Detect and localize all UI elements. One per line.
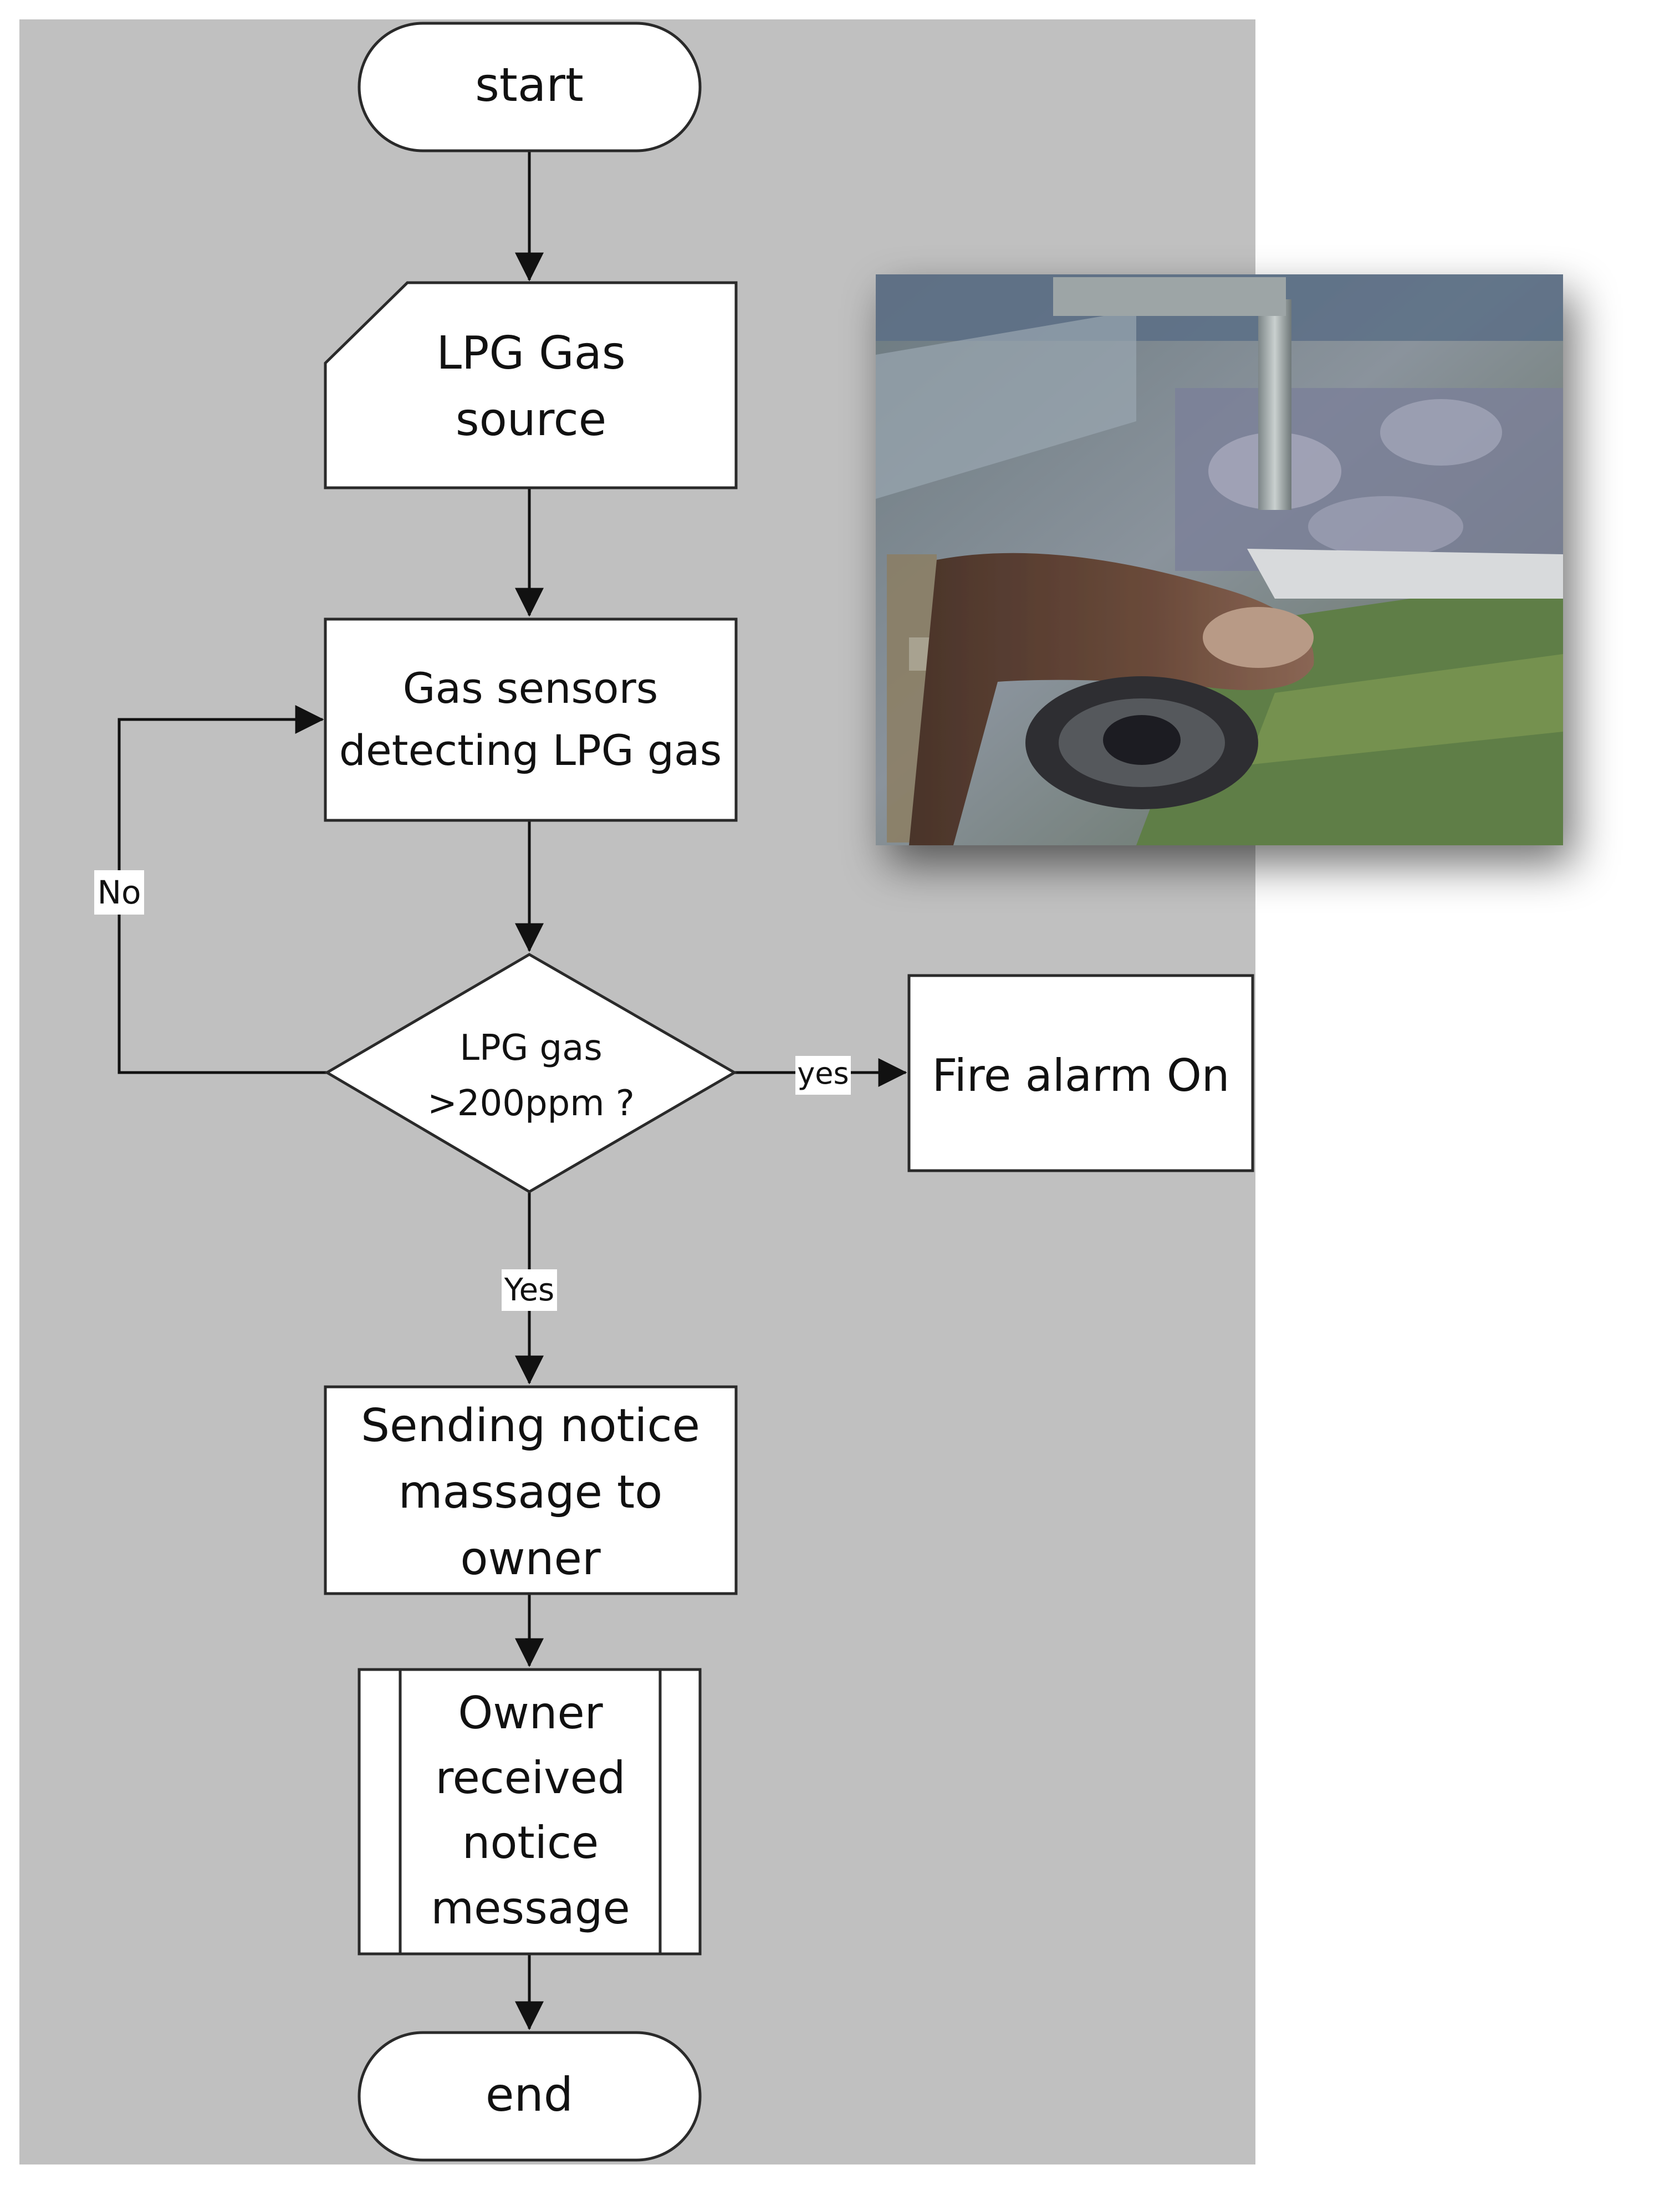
decision-label-line1: LPG gas xyxy=(459,1028,602,1069)
received-label-line2: received xyxy=(435,1752,625,1804)
sensor-photo xyxy=(876,274,1563,845)
sending-node: Sending notice massage to owner xyxy=(324,1385,738,1595)
edge-label-yes-down: Yes xyxy=(502,1269,557,1311)
decision-label-line2: >200ppm ? xyxy=(427,1083,635,1124)
edge-label-yes-down-text: Yes xyxy=(504,1272,554,1308)
sensors-label-line2: detecting LPG gas xyxy=(339,726,722,775)
edge-label-yes-right-text: yes xyxy=(797,1056,849,1091)
gas-source-label-line2: source xyxy=(456,394,606,446)
sending-label-line3: owner xyxy=(460,1533,601,1585)
received-label-line3: notice xyxy=(462,1817,599,1869)
sensors-node: Gas sensors detecting LPG gas xyxy=(324,617,738,822)
received-label-line1: Owner xyxy=(458,1687,602,1739)
fire-alarm-label: Fire alarm On xyxy=(932,1050,1230,1101)
sending-label-line1: Sending notice xyxy=(361,1400,700,1452)
edge-label-yes-right: yes xyxy=(795,1056,851,1095)
decision-node: LPG gas >200ppm ? xyxy=(324,953,737,1193)
received-node: Owner received notice message xyxy=(358,1668,702,1956)
fire-alarm-node: Fire alarm On xyxy=(907,974,1254,1172)
gas-source-node: LPG Gas source xyxy=(324,281,738,489)
start-label: start xyxy=(475,58,584,112)
edge-label-no-text: No xyxy=(98,874,141,911)
end-node: end xyxy=(358,2031,702,2162)
received-label-line4: message xyxy=(431,1882,630,1934)
start-node: start xyxy=(358,22,702,152)
edge-label-no: No xyxy=(94,870,144,915)
gas-source-label-line1: LPG Gas xyxy=(436,327,625,380)
end-label: end xyxy=(486,2067,573,2122)
sensors-label-line1: Gas sensors xyxy=(403,663,658,713)
sending-label-line2: massage to xyxy=(399,1466,663,1519)
